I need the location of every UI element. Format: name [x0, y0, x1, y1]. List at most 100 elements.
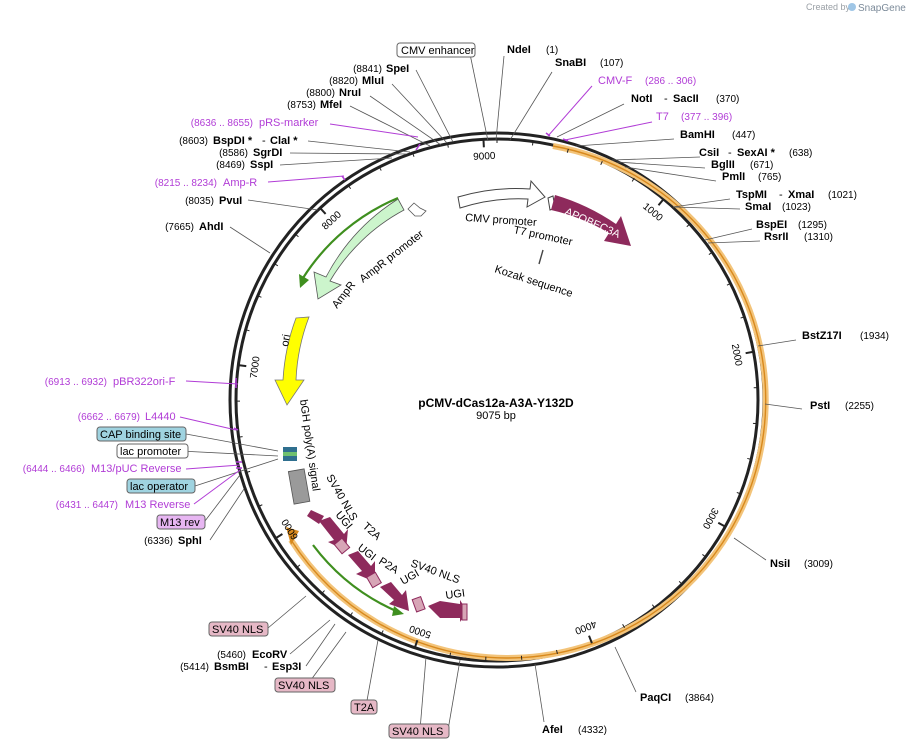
site-snabi[interactable]: SnaBI — [555, 57, 586, 69]
t2a-label: T2A — [360, 520, 384, 543]
sv40-nls-label-1: SV40 NLS — [212, 624, 263, 636]
site-paqci[interactable]: PaqCI — [640, 692, 671, 704]
ruler-tick — [447, 143, 449, 148]
site-nrui[interactable]: NruI — [339, 87, 361, 99]
site-bsmbi-dash: - — [264, 661, 268, 673]
cmv-enhancer-box[interactable] — [396, 42, 476, 58]
ruler-tick — [349, 612, 353, 617]
site-ecorv[interactable]: EcoRV — [252, 649, 288, 661]
site-sacii[interactable]: SacII — [673, 93, 699, 105]
primer-cmv-f[interactable]: CMV-F — [598, 75, 633, 87]
site-nsii[interactable]: NsiI — [770, 558, 790, 570]
primer-t7-pos: (377 .. 396) — [681, 112, 732, 123]
lac-promoter-box[interactable] — [116, 443, 189, 459]
site-snabi-pos: (107) — [600, 58, 623, 69]
site-noti-pos: (370) — [716, 94, 739, 105]
ruler-tick — [531, 141, 534, 146]
primer-pbr322ori-f[interactable]: pBR322ori-F — [113, 376, 176, 388]
primer-prs-marker[interactable]: pRS-marker — [259, 117, 319, 129]
site-bglii[interactable]: BglII — [711, 159, 735, 171]
m13-rev-box[interactable] — [156, 514, 206, 530]
site-tspmi[interactable]: TspMI — [736, 189, 767, 201]
kozak-mark — [538, 249, 544, 265]
p2a-block — [365, 571, 383, 589]
ruler-tick — [246, 470, 251, 473]
cap-binding-site-box[interactable] — [96, 426, 187, 442]
site-sexai[interactable]: SexAI * — [737, 147, 776, 159]
sv40-nls-label-3: SV40 NLS — [392, 726, 443, 738]
ruler-tick — [702, 554, 706, 558]
sv40-nls-box-2[interactable] — [274, 677, 336, 693]
snapgene-watermark: Created by SnapGene — [806, 2, 906, 14]
site-pvui-pos: (8035) — [185, 196, 214, 207]
t7-promoter-label: T7 promoter — [512, 224, 573, 248]
site-ahdi[interactable]: AhdI — [199, 221, 223, 233]
ruler-tick — [745, 350, 754, 355]
primer-t7[interactable]: T7 — [656, 111, 669, 123]
ruler-tick — [449, 652, 452, 657]
ruler-tick — [708, 251, 713, 255]
site-nsii-pos: (3009) — [804, 559, 833, 570]
ruler-tick — [717, 521, 726, 528]
site-smai[interactable]: SmaI — [745, 201, 771, 213]
site-noti[interactable]: NotI — [631, 93, 652, 105]
site-bsmbi[interactable]: BsmBI — [214, 661, 249, 673]
site-bglii-pos: (671) — [750, 160, 773, 171]
site-sgrdi[interactable]: SgrDI — [253, 147, 282, 159]
bgh-gray-block — [287, 468, 311, 505]
ruler-tick — [622, 623, 625, 628]
site-bstz17i[interactable]: BstZ17I — [802, 330, 842, 342]
site-csii-pos: (638) — [789, 148, 812, 159]
site-afei[interactable]: AfeI — [542, 724, 563, 736]
ruler-tick — [275, 533, 283, 540]
site-ecorv-pos: (5460) — [217, 650, 246, 661]
primer-m13-puc-reverse[interactable]: M13/pUC Reverse — [91, 463, 181, 475]
site-bamhi[interactable]: BamHI — [680, 129, 715, 141]
primer-prs-marker-pos: (8636 .. 8655) — [191, 118, 253, 129]
boxed-labels: CMV enhancer CAP binding site lac promot… — [96, 42, 476, 739]
primer-l4440[interactable]: L4440 — [145, 411, 176, 423]
ruler-tick — [413, 639, 419, 649]
cap-binding-site-label: CAP binding site — [100, 429, 181, 441]
primer-amp-r[interactable]: Amp-R — [223, 177, 257, 189]
cmv-promoter-arrow — [457, 179, 546, 209]
t2a-box[interactable] — [350, 699, 378, 715]
sv40-nls-box-1[interactable] — [208, 621, 269, 637]
ruler-tick — [378, 166, 382, 171]
site-clai[interactable]: ClaI * — [270, 135, 298, 147]
site-bsmbi-pos: (5414) — [180, 662, 209, 673]
site-ndei[interactable]: NdeI — [507, 44, 531, 56]
primer-marks — [233, 132, 569, 469]
site-ndei-pos: (1) — [546, 45, 558, 56]
site-pvui[interactable]: PvuI — [219, 195, 242, 207]
site-sspi[interactable]: SspI — [250, 159, 273, 171]
site-rsrii[interactable]: RsrII — [764, 231, 788, 243]
ruler-tick — [380, 630, 384, 635]
site-mfei[interactable]: MfeI — [320, 99, 342, 111]
site-bspei[interactable]: BspEI — [756, 219, 787, 231]
ugi-d-end — [461, 603, 468, 621]
ruler-tick — [736, 491, 741, 495]
ruler-tick — [678, 580, 683, 585]
ruler-tick — [412, 152, 415, 157]
watermark-prefix: Created by — [806, 2, 851, 12]
primer-m13-reverse[interactable]: M13 Reverse — [125, 499, 190, 511]
lac-operator-box[interactable] — [126, 478, 196, 494]
site-sphi[interactable]: SphI — [178, 535, 202, 547]
site-csii[interactable]: CsiI — [699, 147, 719, 159]
ori-arrow — [274, 316, 310, 406]
cds-arc-line — [290, 145, 767, 659]
site-xmai[interactable]: XmaI — [788, 189, 814, 201]
site-spei[interactable]: SpeI — [386, 63, 409, 75]
watermark-brand: SnapGene — [858, 3, 906, 14]
site-psti[interactable]: PstI — [810, 400, 830, 412]
site-bspdi[interactable]: BspDI * — [213, 135, 253, 147]
ampr-promoter-arrow — [407, 202, 427, 217]
site-pmli[interactable]: PmlI — [722, 171, 745, 183]
site-esp3i[interactable]: Esp3I — [272, 661, 301, 673]
ruler-tick-label: 2000 — [729, 343, 744, 367]
sv40-nls-box-3[interactable] — [388, 723, 450, 739]
site-mlui[interactable]: MluI — [362, 75, 384, 87]
snapgene-logo-icon — [848, 3, 856, 11]
